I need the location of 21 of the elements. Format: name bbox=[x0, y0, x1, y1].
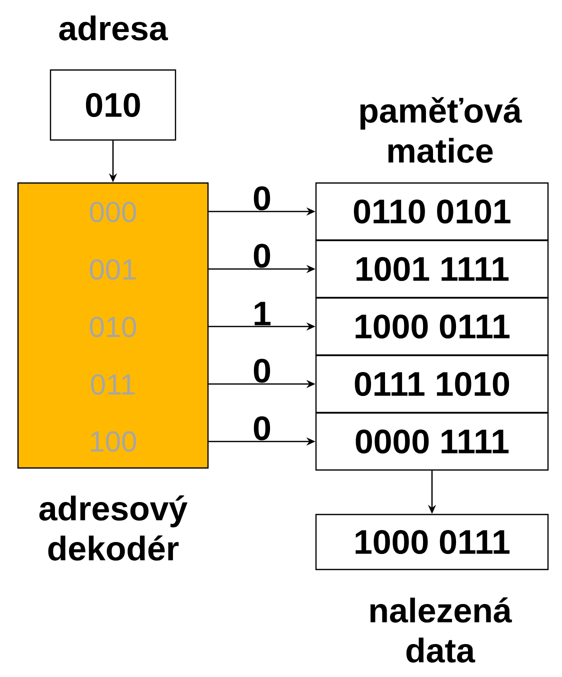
memory-cell: 0111 1010 bbox=[315, 354, 549, 414]
output-box: 1000 0111 bbox=[315, 514, 549, 570]
heading: nalezená data bbox=[370, 597, 512, 663]
edge-label: 0 bbox=[254, 186, 270, 210]
heading: adresový dekodér bbox=[39, 495, 188, 561]
edge-label: 1 bbox=[254, 302, 270, 326]
heading: adresa bbox=[59, 16, 168, 40]
address-code: 000 bbox=[90, 202, 136, 222]
memory-cell: 0000 1111 bbox=[315, 412, 549, 471]
edge-label: 0 bbox=[254, 358, 270, 383]
heading: paměťová matice bbox=[360, 97, 522, 163]
edge-label: 0 bbox=[254, 244, 270, 268]
address-box: 010 bbox=[50, 69, 176, 141]
memory-cell: 1001 1111 bbox=[315, 240, 549, 298]
address-code: 011 bbox=[91, 374, 135, 395]
address-code: 001 bbox=[90, 259, 136, 280]
address-code: 010 bbox=[90, 316, 136, 338]
address-code: 100 bbox=[91, 431, 136, 452]
edge-label: 0 bbox=[254, 416, 270, 440]
memory-cell: 1000 0111 bbox=[315, 297, 549, 356]
memory-cell: 0110 0101 bbox=[315, 182, 549, 241]
